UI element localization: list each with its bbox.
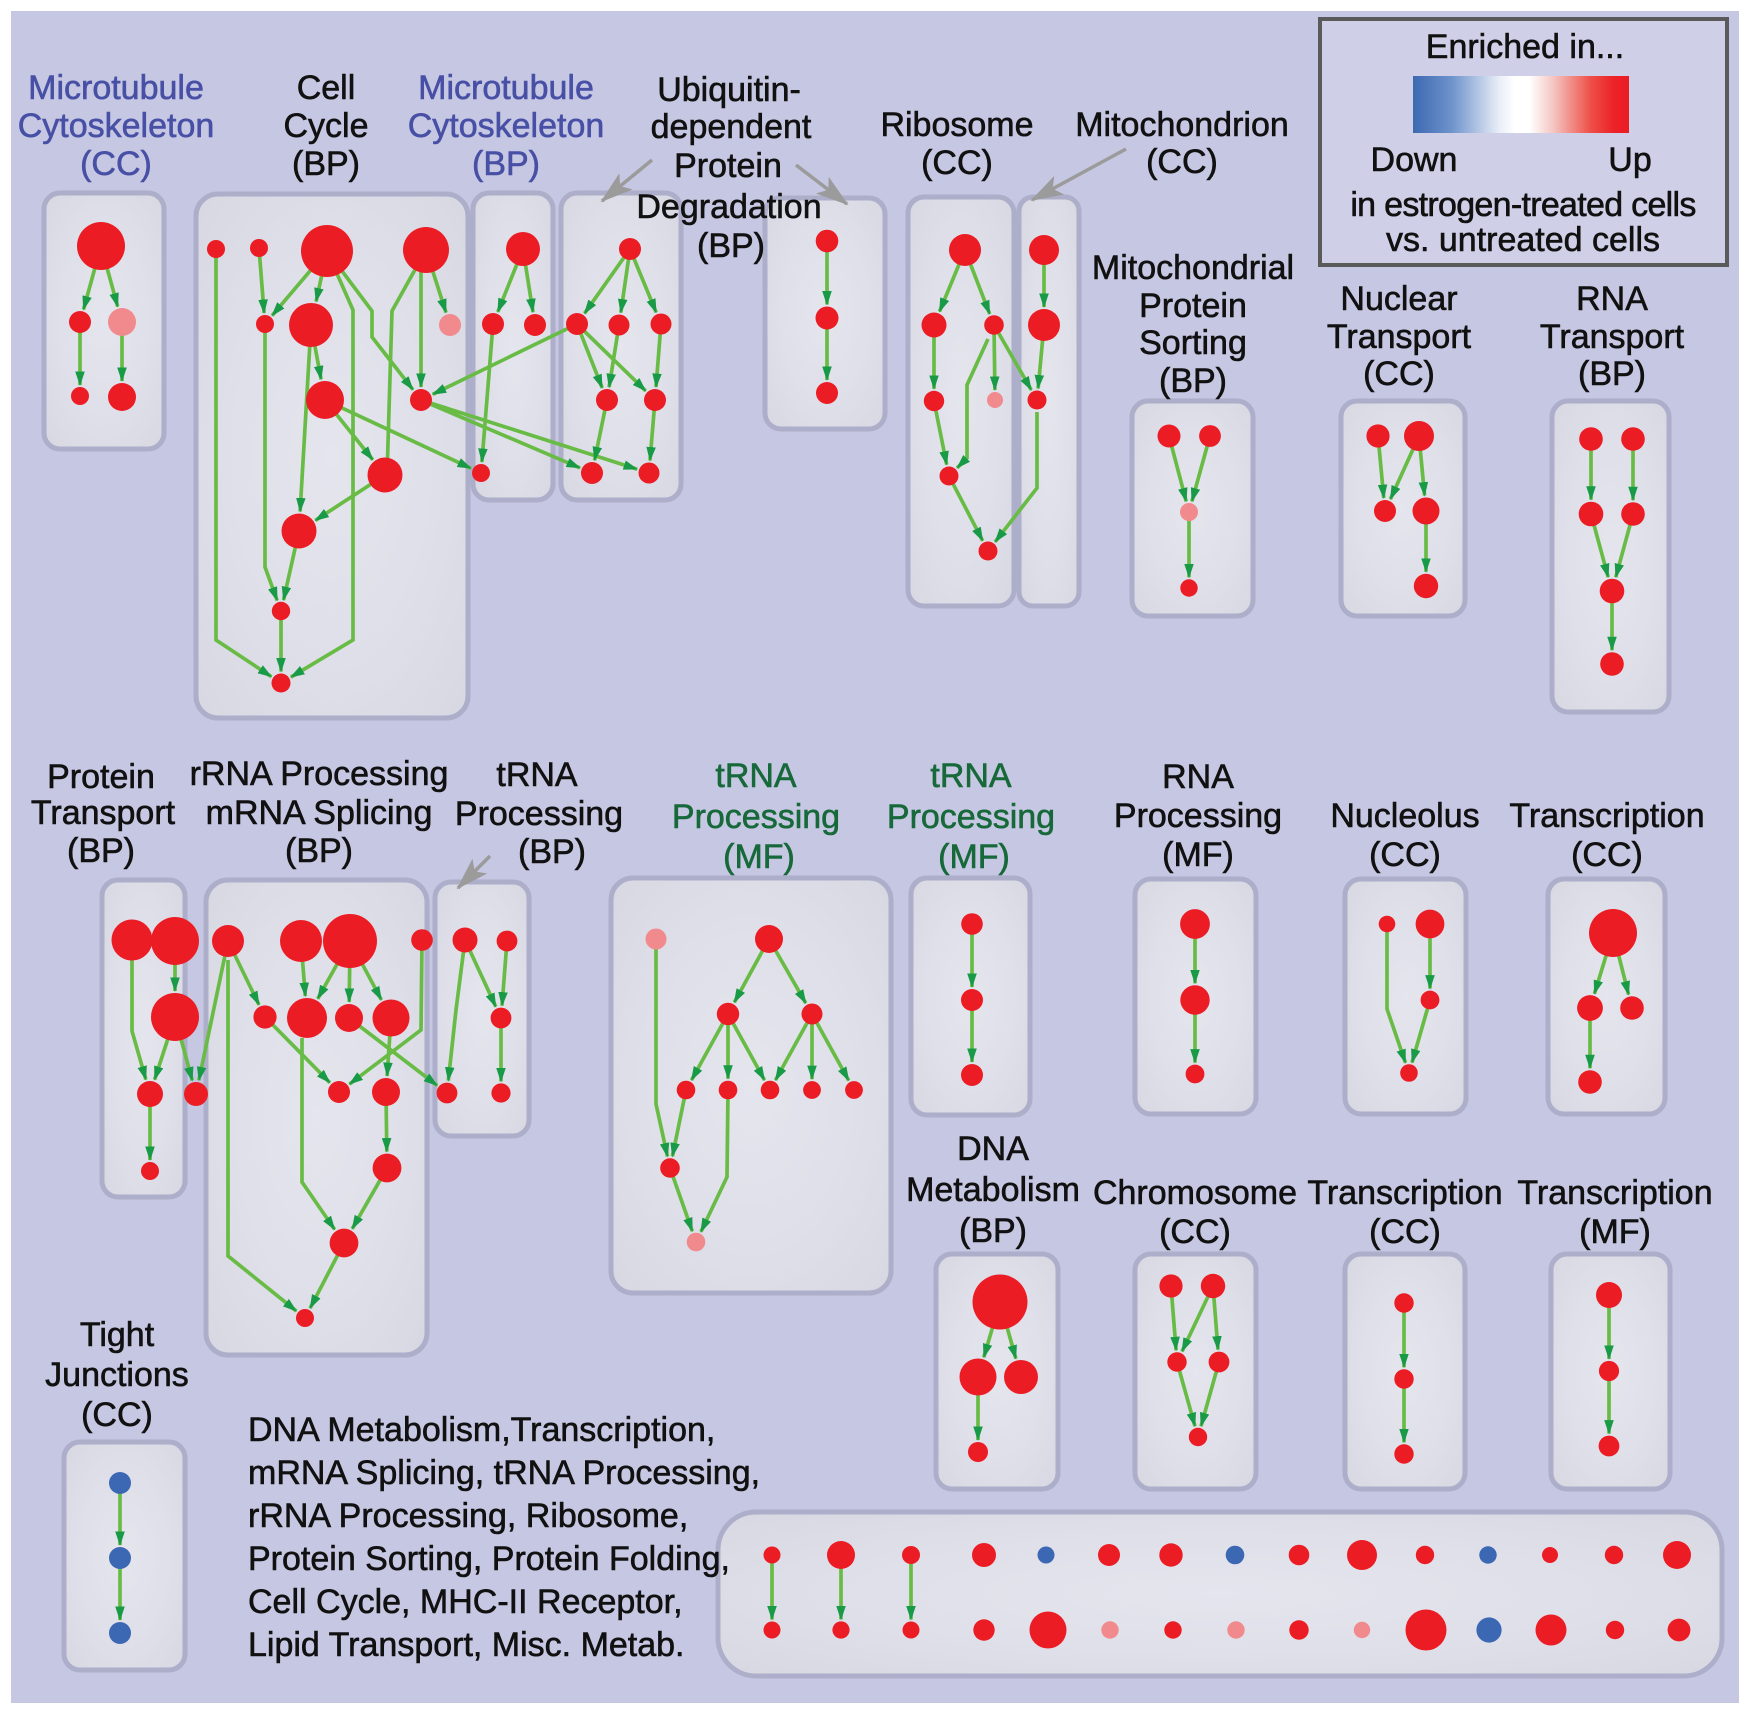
svg-text:Processing: Processing xyxy=(672,798,840,836)
svg-text:Junctions: Junctions xyxy=(45,1356,189,1394)
svg-text:Cell: Cell xyxy=(297,69,356,107)
svg-text:(BP): (BP) xyxy=(472,145,540,183)
svg-text:Metabolism: Metabolism xyxy=(906,1171,1080,1209)
svg-text:Mitochondrial: Mitochondrial xyxy=(1092,249,1294,287)
svg-text:Microtubule: Microtubule xyxy=(418,69,594,107)
svg-text:Down: Down xyxy=(1371,141,1458,179)
svg-text:(MF): (MF) xyxy=(1579,1213,1651,1251)
svg-text:(BP): (BP) xyxy=(697,227,765,265)
svg-text:(MF): (MF) xyxy=(938,838,1010,876)
svg-text:Enriched in...: Enriched in... xyxy=(1426,28,1624,66)
svg-text:(MF): (MF) xyxy=(1162,836,1234,874)
svg-text:RNA: RNA xyxy=(1576,280,1648,318)
svg-text:Processing: Processing xyxy=(887,798,1055,836)
svg-text:(CC): (CC) xyxy=(81,1396,153,1434)
svg-text:(BP): (BP) xyxy=(67,832,135,870)
svg-text:Protein: Protein xyxy=(674,147,782,185)
svg-text:Transport: Transport xyxy=(31,794,176,832)
svg-text:tRNA: tRNA xyxy=(930,757,1012,795)
svg-text:DNA: DNA xyxy=(957,1130,1029,1168)
svg-text:Chromosome: Chromosome xyxy=(1093,1174,1297,1212)
svg-text:Up: Up xyxy=(1608,141,1651,179)
svg-text:Nucleolus: Nucleolus xyxy=(1330,797,1479,835)
svg-text:(BP): (BP) xyxy=(959,1212,1027,1250)
svg-text:Ubiquitin-: Ubiquitin- xyxy=(657,71,801,109)
svg-text:rRNA Processing: rRNA Processing xyxy=(190,755,449,793)
svg-text:tRNA: tRNA xyxy=(496,756,578,794)
svg-text:vs. untreated cells: vs. untreated cells xyxy=(1386,221,1660,259)
svg-text:RNA: RNA xyxy=(1162,758,1234,796)
svg-text:(CC): (CC) xyxy=(80,145,152,183)
svg-text:Transcription: Transcription xyxy=(1517,1174,1712,1212)
svg-text:Tight: Tight xyxy=(80,1316,155,1354)
svg-text:Protein: Protein xyxy=(1139,287,1247,325)
svg-text:(BP): (BP) xyxy=(1159,362,1227,400)
svg-text:(CC): (CC) xyxy=(1363,355,1435,393)
svg-text:Transport: Transport xyxy=(1327,318,1472,356)
svg-text:(MF): (MF) xyxy=(723,838,795,876)
svg-text:(BP): (BP) xyxy=(292,145,360,183)
svg-text:Processing: Processing xyxy=(1114,797,1282,835)
svg-text:in estrogen-treated cells: in estrogen-treated cells xyxy=(1350,186,1695,224)
svg-text:(BP): (BP) xyxy=(1578,355,1646,393)
svg-text:Processing: Processing xyxy=(455,795,623,833)
svg-text:Cytoskeleton: Cytoskeleton xyxy=(18,107,215,145)
svg-text:Microtubule: Microtubule xyxy=(28,69,204,107)
svg-text:Lipid Transport, Misc. Metab.: Lipid Transport, Misc. Metab. xyxy=(248,1626,685,1664)
svg-text:Transcription: Transcription xyxy=(1307,1174,1502,1212)
svg-text:Transport: Transport xyxy=(1540,318,1685,356)
svg-text:Ribosome: Ribosome xyxy=(880,106,1033,144)
svg-text:(BP): (BP) xyxy=(285,832,353,870)
svg-text:Cell Cycle, MHC-II Receptor,: Cell Cycle, MHC-II Receptor, xyxy=(248,1583,683,1621)
svg-text:Transcription: Transcription xyxy=(1509,797,1704,835)
svg-text:(CC): (CC) xyxy=(921,144,993,182)
svg-text:Mitochondrion: Mitochondrion xyxy=(1075,106,1289,144)
svg-text:Cytoskeleton: Cytoskeleton xyxy=(408,107,605,145)
svg-text:DNA Metabolism,Transcription,: DNA Metabolism,Transcription, xyxy=(248,1411,715,1449)
svg-text:(CC): (CC) xyxy=(1369,836,1441,874)
svg-text:(CC): (CC) xyxy=(1369,1213,1441,1251)
svg-text:Cycle: Cycle xyxy=(283,107,368,145)
svg-text:mRNA Splicing: mRNA Splicing xyxy=(206,794,433,832)
svg-text:(BP): (BP) xyxy=(518,833,586,871)
svg-text:Degradation: Degradation xyxy=(636,188,821,226)
svg-text:Nuclear: Nuclear xyxy=(1340,280,1457,318)
svg-text:tRNA: tRNA xyxy=(715,757,797,795)
svg-text:Protein Sorting, Protein Foldi: Protein Sorting, Protein Folding, xyxy=(248,1540,730,1578)
svg-text:rRNA Processing, Ribosome,: rRNA Processing, Ribosome, xyxy=(248,1497,688,1535)
svg-text:dependent: dependent xyxy=(651,108,812,146)
svg-text:(CC): (CC) xyxy=(1159,1213,1231,1251)
svg-text:mRNA Splicing, tRNA Processing: mRNA Splicing, tRNA Processing, xyxy=(248,1454,760,1492)
svg-text:(CC): (CC) xyxy=(1146,143,1218,181)
svg-text:(CC): (CC) xyxy=(1571,836,1643,874)
svg-text:Protein: Protein xyxy=(47,758,155,796)
svg-text:Sorting: Sorting xyxy=(1139,324,1247,362)
